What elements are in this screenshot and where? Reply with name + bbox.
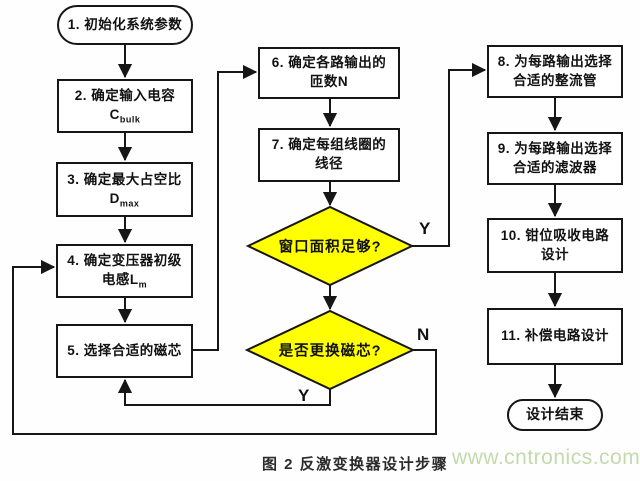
node-start-label: 1. 初始化系统参数 (67, 16, 183, 32)
decision-core-label: 是否更换磁芯? (278, 343, 382, 360)
node-step6-line2: 匝数N (309, 74, 349, 89)
node-step9-line2: 合适的滤波器 (513, 159, 597, 175)
node-step7-line2: 线径 (315, 156, 343, 171)
node-step3-line1: 3. 确定最大占空比 (67, 171, 182, 187)
node-step7: 7. 确定每组线圈的 线径 (258, 128, 400, 182)
node-step9-line1: 9. 为每路输出选择 (497, 140, 613, 156)
node-step4-line1: 4. 确定变压器初级 (67, 253, 182, 269)
branch-label-core-yes: Y (298, 386, 310, 405)
node-step11-label: 11. 补偿电路设计 (501, 328, 609, 344)
node-step2-line1: 2. 确定输入电容 (74, 88, 176, 104)
node-step10: 10. 钳位吸收电路 设计 (487, 218, 623, 273)
node-step4-subscript: m (138, 279, 148, 290)
connector-core-yes-to-step5 (117, 378, 331, 406)
node-step4: 4. 确定变压器初级 电感Lm (56, 244, 193, 298)
connector-step5-to-step6 (193, 64, 258, 351)
node-step3-symbol: Dmax (109, 190, 140, 209)
decision-window-diamond (245, 205, 415, 287)
node-step5: 5. 选择合适的磁芯 (56, 324, 193, 378)
node-start: 1. 初始化系统参数 (57, 5, 193, 45)
node-step3: 3. 确定最大占空比 Dmax (56, 162, 193, 217)
node-step11: 11. 补偿电路设计 (487, 308, 623, 365)
connector-core-no-to-step4 (12, 259, 437, 435)
node-step6-line1: 6. 确定各路输出的 (271, 55, 387, 71)
node-step2-symbol: Cbulk (109, 107, 141, 125)
node-step6: 6. 确定各路输出的 匝数N (258, 47, 400, 99)
node-end-label: 设计结束 (526, 406, 584, 423)
node-step5-label: 5. 选择合适的磁芯 (67, 342, 182, 358)
node-step10-line1: 10. 钳位吸收电路 (500, 227, 610, 243)
node-step7-line1: 7. 确定每组线圈的 (271, 137, 387, 153)
figure-caption: 图 2 反激变换器设计步骤 (262, 456, 449, 473)
node-step8-line1: 8. 为每路输出选择 (497, 53, 613, 69)
node-step4-line2: 电感Lm (101, 272, 148, 290)
watermark-text: www.cntronics.com (452, 446, 640, 469)
branch-label-core-no: N (417, 325, 430, 344)
node-end: 设计结束 (507, 399, 603, 431)
node-step8: 8. 为每路输出选择 合适的整流管 (487, 45, 623, 98)
node-step2: 2. 确定输入电容 Cbulk (57, 79, 193, 133)
connector-window-yes-to-step8 (412, 62, 487, 247)
node-step9: 9. 为每路输出选择 合适的滤波器 (487, 132, 623, 185)
branch-label-window-yes: Y (419, 219, 431, 238)
node-step10-line2: 设计 (541, 246, 569, 262)
node-step2-subscript: bulk (119, 114, 141, 125)
node-step8-line2: 合适的整流管 (513, 72, 597, 88)
decision-window-label: 窗口面积足够? (278, 239, 382, 256)
decision-core-diamond (244, 309, 416, 391)
node-step3-subscript: max (119, 198, 140, 209)
